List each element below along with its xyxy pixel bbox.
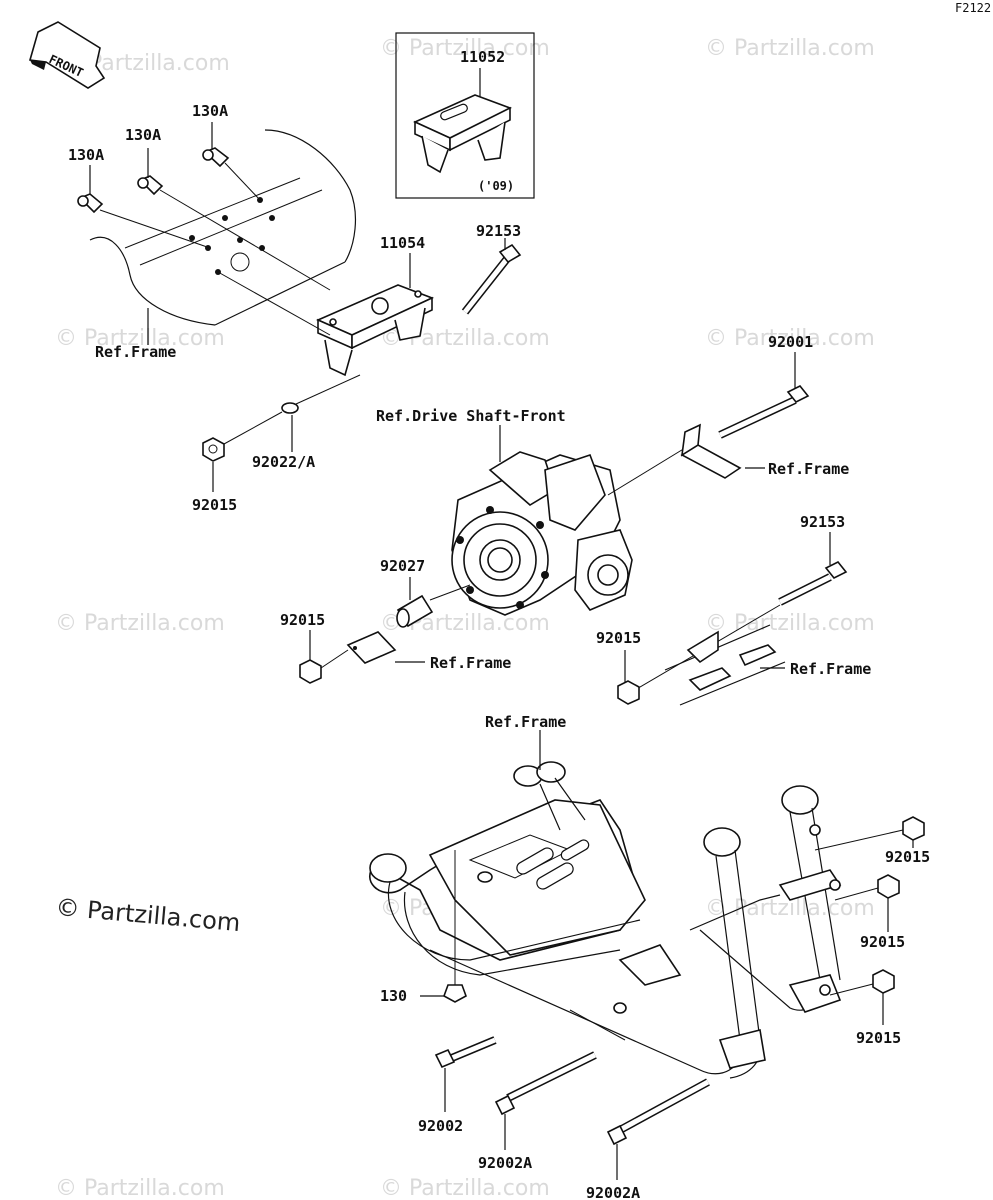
watermark: © Partzilla.com: [55, 326, 225, 351]
inset-part-number: 11052: [460, 48, 505, 66]
label-130: 130: [380, 987, 407, 1005]
label-92015: 92015: [860, 933, 905, 951]
frame-bracket-right-upper: [680, 423, 765, 479]
label-92015: 92015: [192, 496, 237, 514]
bracket-11054: [217, 253, 435, 377]
label-92022a: 92022/A: [252, 453, 315, 471]
watermark: © Partzilla.com: [705, 326, 875, 351]
bolt-92002a-1: [494, 1051, 597, 1150]
bolt-92153-upper: [461, 238, 522, 315]
inset-note: ('09): [478, 179, 514, 193]
label-92002a: 92002A: [478, 1154, 532, 1172]
label-11054: 11054: [380, 234, 425, 252]
label-92027: 92027: [380, 557, 425, 575]
differential-housing: [429, 425, 691, 616]
bolt-130: [420, 850, 467, 1003]
bolt-92002: [434, 1036, 497, 1112]
watermark: © Partzilla.com: [380, 1176, 550, 1200]
label-130a: 130A: [192, 102, 228, 120]
watermark: © Partzilla.com: [705, 36, 875, 61]
label-92015: 92015: [280, 611, 325, 629]
collar-92027: [396, 577, 434, 628]
nut-92015-f: [829, 969, 895, 1025]
nut-92015-a: [202, 411, 283, 492]
label-ref-frame: Ref.Frame: [768, 460, 849, 478]
label-92015: 92015: [885, 848, 930, 866]
bolt-92002a-2: [606, 1078, 710, 1180]
label-ref-frame: Ref.Frame: [485, 713, 566, 731]
bolt-92153-lower: [634, 532, 848, 691]
watermark: © Partzilla.com: [55, 1176, 225, 1200]
nut-92015-c: [617, 650, 640, 705]
bolt-icon: [202, 147, 230, 168]
main-frame-bottom: [369, 730, 842, 1079]
label-92001: 92001: [768, 333, 813, 351]
frame-bracket-right-lower: [664, 624, 786, 706]
watermark: © Partzilla.com: [55, 611, 225, 636]
label-ref-frame: Ref.Frame: [790, 660, 871, 678]
nut-92015-d: [814, 816, 925, 851]
label-ref-frame: Ref.Frame: [430, 654, 511, 672]
watermarks: © Partzilla.com © Partzilla.com © Partzi…: [55, 36, 875, 1200]
label-130a: 130A: [125, 126, 161, 144]
label-130a: 130A: [68, 146, 104, 164]
figure-code: F2122: [955, 1, 991, 15]
bolt-92001: [718, 352, 810, 439]
nut-92015-e: [834, 874, 900, 932]
watermark: © Partzilla.com: [705, 611, 875, 636]
label-92015: 92015: [596, 629, 641, 647]
label-92002: 92002: [418, 1117, 463, 1135]
bolt-icon: [77, 193, 104, 214]
label-ref-frame: Ref.Frame: [95, 343, 176, 361]
front-arrow-icon: FRONT: [28, 21, 106, 89]
label-92002a: 92002A: [586, 1184, 640, 1200]
inset-box: 11052 ('09): [395, 32, 535, 199]
frame-plate-left: [346, 631, 425, 664]
bolt-130a-group: [77, 122, 331, 291]
label-92153: 92153: [476, 222, 521, 240]
washer-92022a: [281, 374, 361, 452]
frame-top: [89, 129, 356, 326]
bolt-icon: [137, 175, 164, 196]
watermark: © Partzilla.com: [380, 36, 550, 61]
label-92015: 92015: [856, 1029, 901, 1047]
label-92153: 92153: [800, 513, 845, 531]
nut-92015-b: [299, 630, 349, 684]
copyright: © Partzilla.com: [54, 893, 241, 937]
label-ref-drive-shaft: Ref.Drive Shaft-Front: [376, 407, 566, 425]
